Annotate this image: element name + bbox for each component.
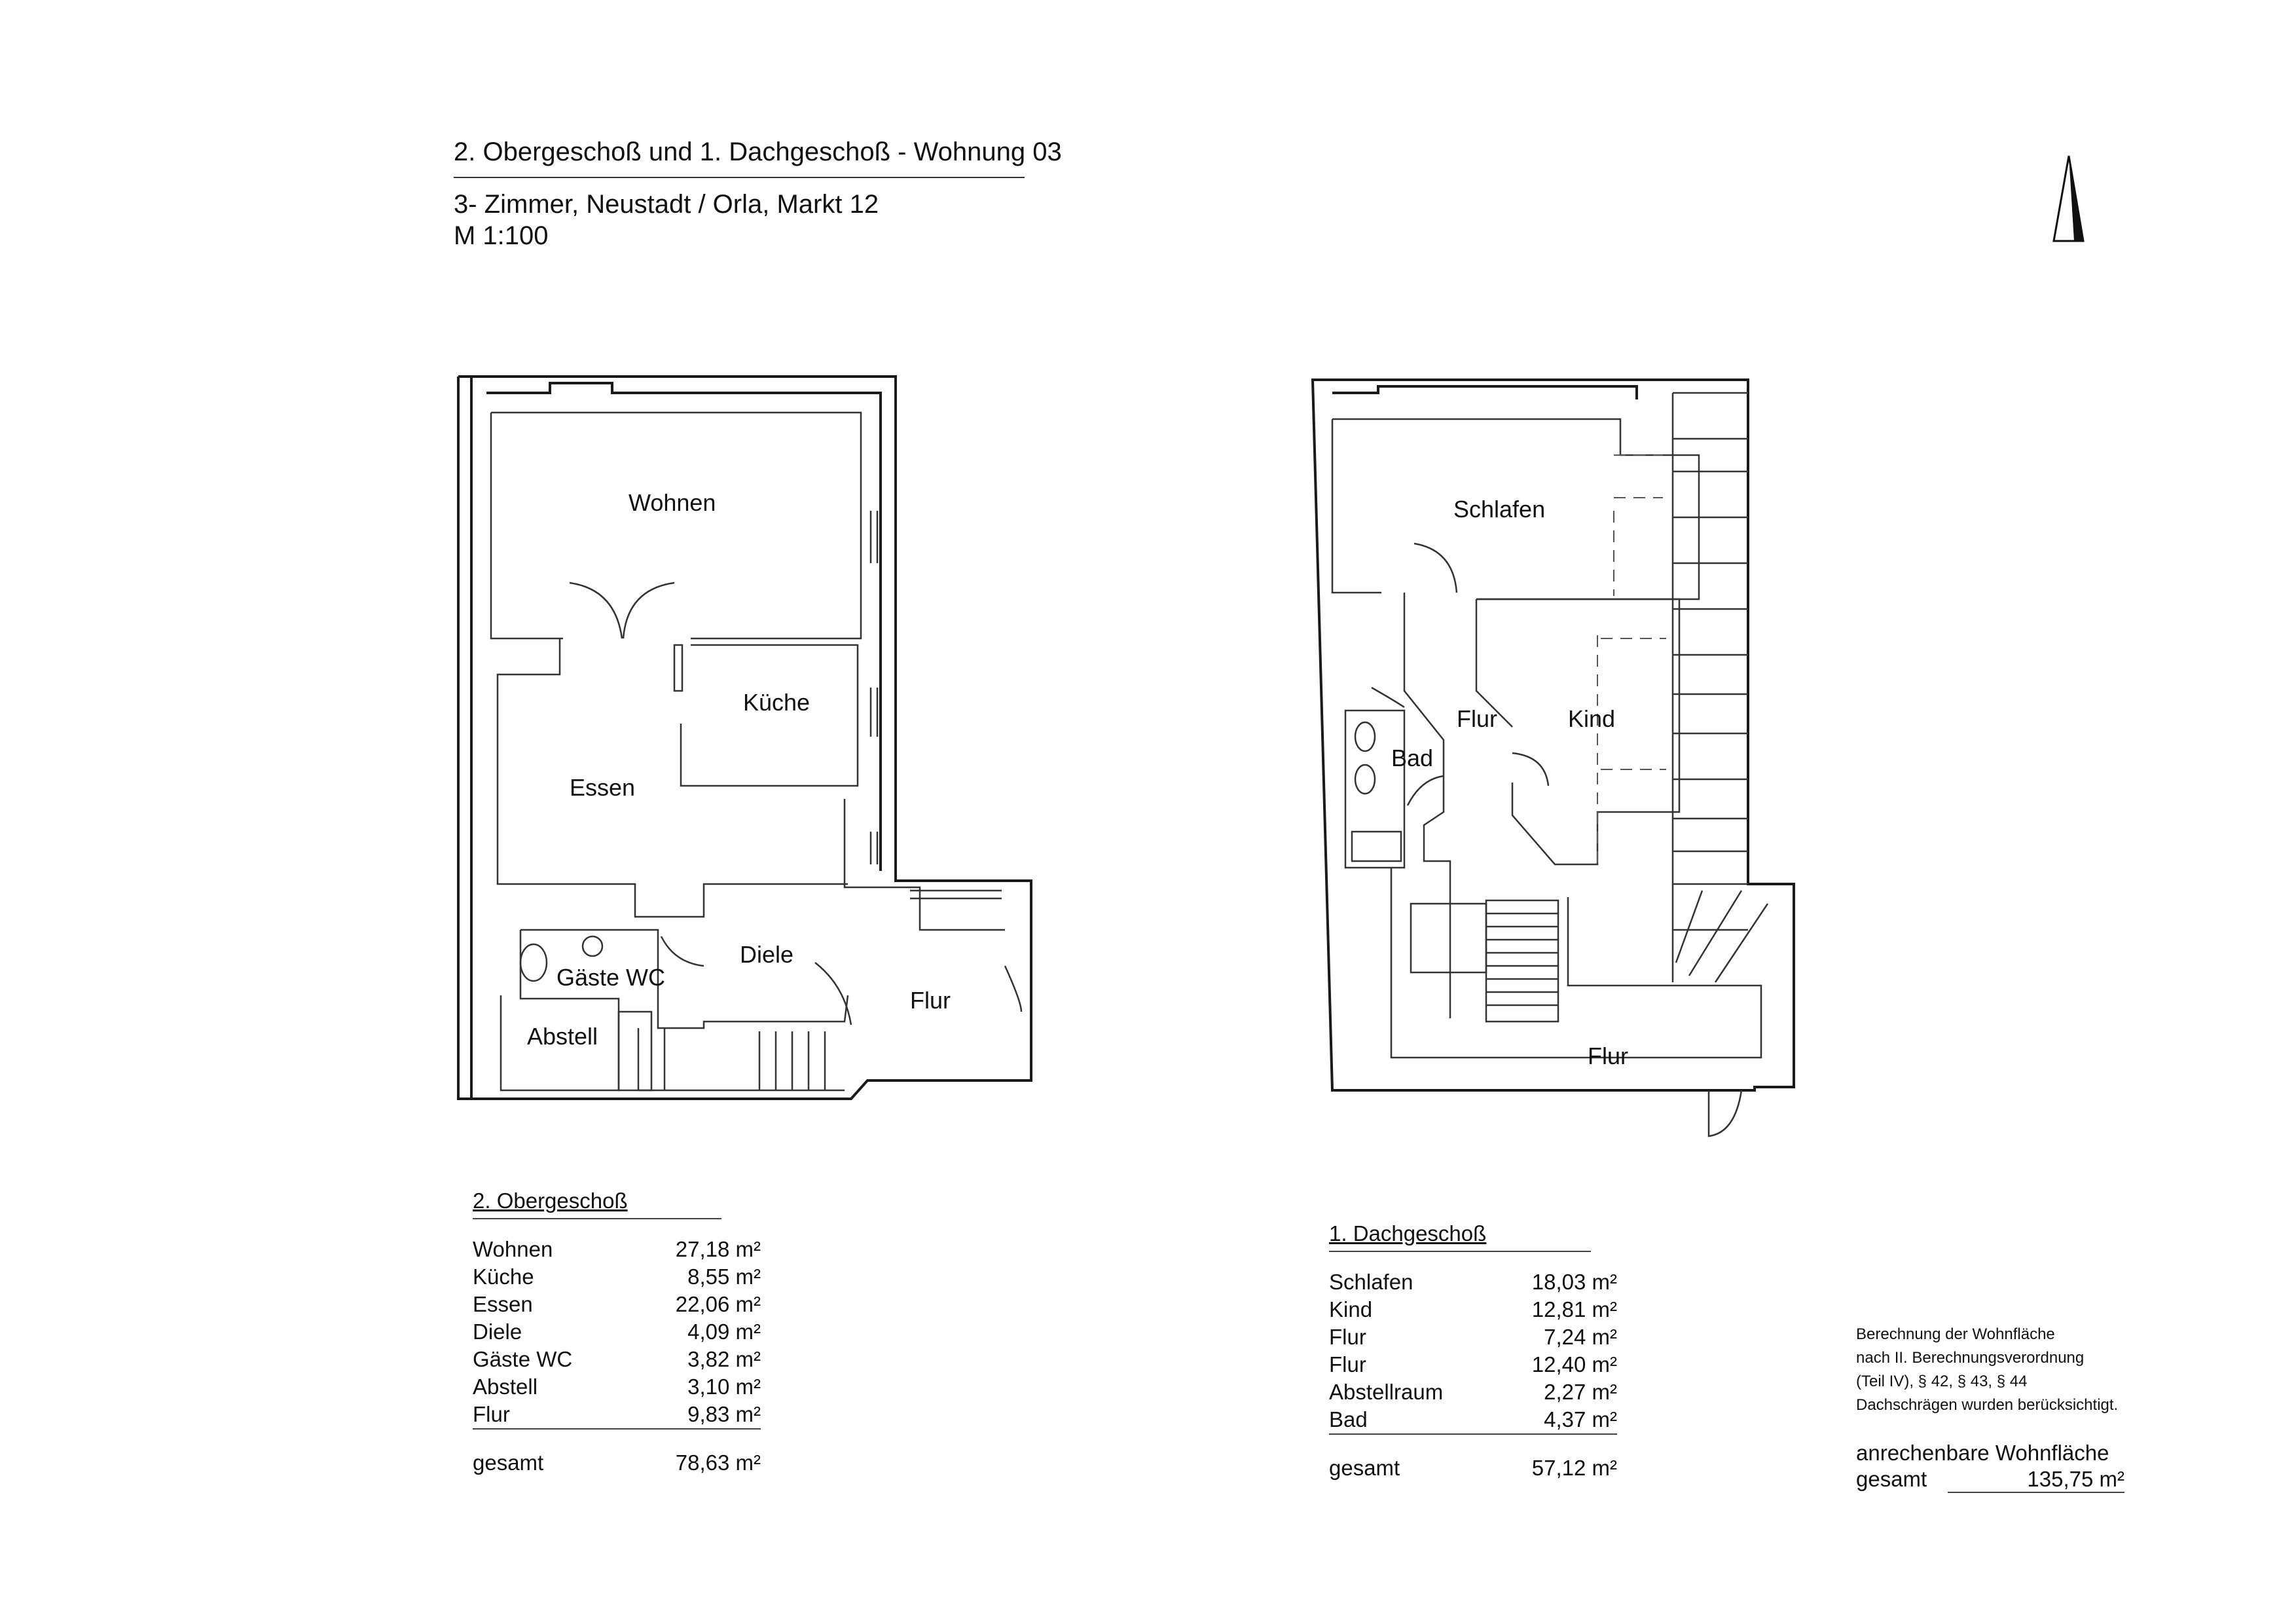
note-line: Dachschrägen wurden berücksichtigt.	[1856, 1396, 2119, 1414]
table-title: 2. Obergeschoß	[473, 1189, 628, 1213]
note-line: Berechnung der Wohnfläche	[1856, 1325, 2055, 1343]
table-title-rule	[1329, 1251, 1591, 1252]
wohnflaeche-total: gesamt 135,75 m²	[1856, 1467, 2124, 1493]
note-line: (Teil IV), § 42, § 43, § 44	[1856, 1373, 2028, 1390]
floor-plan-og	[457, 375, 1032, 1100]
north-arrow-icon	[2052, 155, 2085, 242]
title-rule	[454, 177, 1025, 178]
room-label-kueche: Küche	[743, 689, 810, 716]
room-label-gaeste-wc: Gäste WC	[556, 964, 665, 991]
wohnflaeche-label: anrechenbare Wohnfläche	[1856, 1441, 2109, 1465]
room-label-schlafen: Schlafen	[1453, 496, 1545, 523]
room-label-flur-dg-unten: Flur	[1588, 1043, 1628, 1069]
document-subtitle: 3- Zimmer, Neustadt / Orla, Markt 12	[454, 190, 879, 219]
room-label-wohnen: Wohnen	[629, 489, 716, 516]
table-title: 1. Dachgeschoß	[1329, 1221, 1487, 1246]
floor-plan-dg	[1311, 378, 1795, 1137]
room-label-bad: Bad	[1391, 745, 1433, 771]
scale-label: M 1:100	[454, 221, 549, 250]
room-label-flur-og: Flur	[910, 987, 951, 1014]
room-label-kind: Kind	[1568, 705, 1615, 732]
table-title-rule	[473, 1218, 721, 1219]
room-label-flur-dg: Flur	[1457, 705, 1497, 732]
calculation-note: Berechnung der Wohnfläche nach II. Berec…	[1856, 1323, 2118, 1417]
room-label-diele: Diele	[740, 941, 793, 968]
document-title: 2. Obergeschoß und 1. Dachgeschoß - Wohn…	[454, 138, 1062, 166]
room-label-essen: Essen	[570, 774, 635, 801]
note-line: nach II. Berechnungsverordnung	[1856, 1349, 2085, 1367]
room-label-abstell: Abstell	[527, 1023, 598, 1050]
